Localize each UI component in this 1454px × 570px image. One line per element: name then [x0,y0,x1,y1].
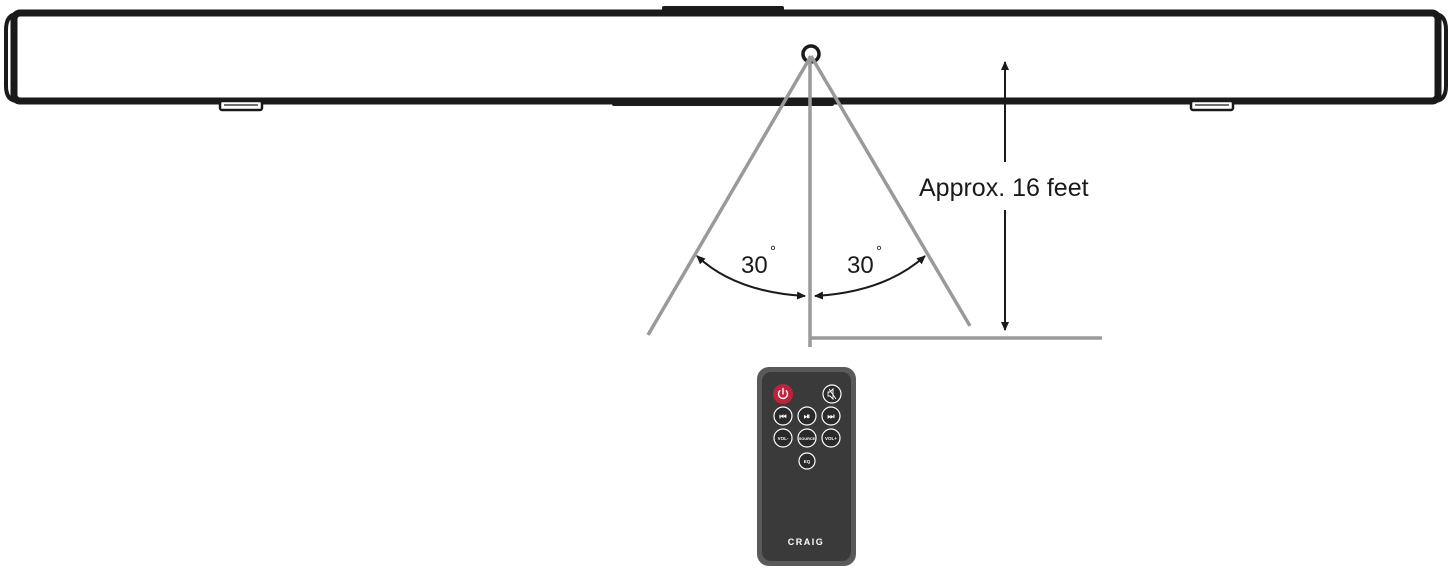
angle-left-label: 30 [741,252,768,279]
vol-up-button[interactable] [821,428,841,448]
remote-control: ⏮ ⏯ ⏭ VOL- SOURCE VOL+ EQ CRAIG [757,367,856,566]
left-boundary-line [646,55,813,336]
reception-guide-lines [646,55,1102,347]
soundbar-right-cap [1433,12,1448,103]
right-angle-arc [814,255,926,300]
power-icon [777,390,789,400]
vol-up-label: VOL+ [825,436,837,441]
vol-down-label: VOL- [778,436,789,441]
play-pause-button[interactable] [797,406,817,426]
left-angle-arc [696,255,806,300]
source-label: SOURCE [799,437,816,441]
play-pause-icon: ⏯ [804,412,810,421]
mute-icon [827,387,834,401]
angle-right-degree: ° [876,243,882,260]
prev-icon: ⏮ [779,412,786,421]
angle-arcs [696,255,926,300]
soundbar-body [10,9,1442,105]
next-icon: ⏭ [827,412,835,421]
remote-brand-logo: CRAIG [788,537,825,547]
angle-left-degree: ° [770,243,776,260]
vol-down-button[interactable] [773,428,793,448]
source-button[interactable] [797,428,817,448]
right-boundary-line [809,55,972,327]
angle-right-label: 30 [847,252,874,279]
eq-button[interactable] [798,452,816,470]
prev-button[interactable] [773,406,793,426]
eq-label: EQ [804,459,811,464]
soundbar [3,6,1448,112]
distance-label: Approx. 16 feet [919,174,1089,202]
next-button[interactable] [821,406,841,426]
soundbar-left-cap [3,12,19,103]
